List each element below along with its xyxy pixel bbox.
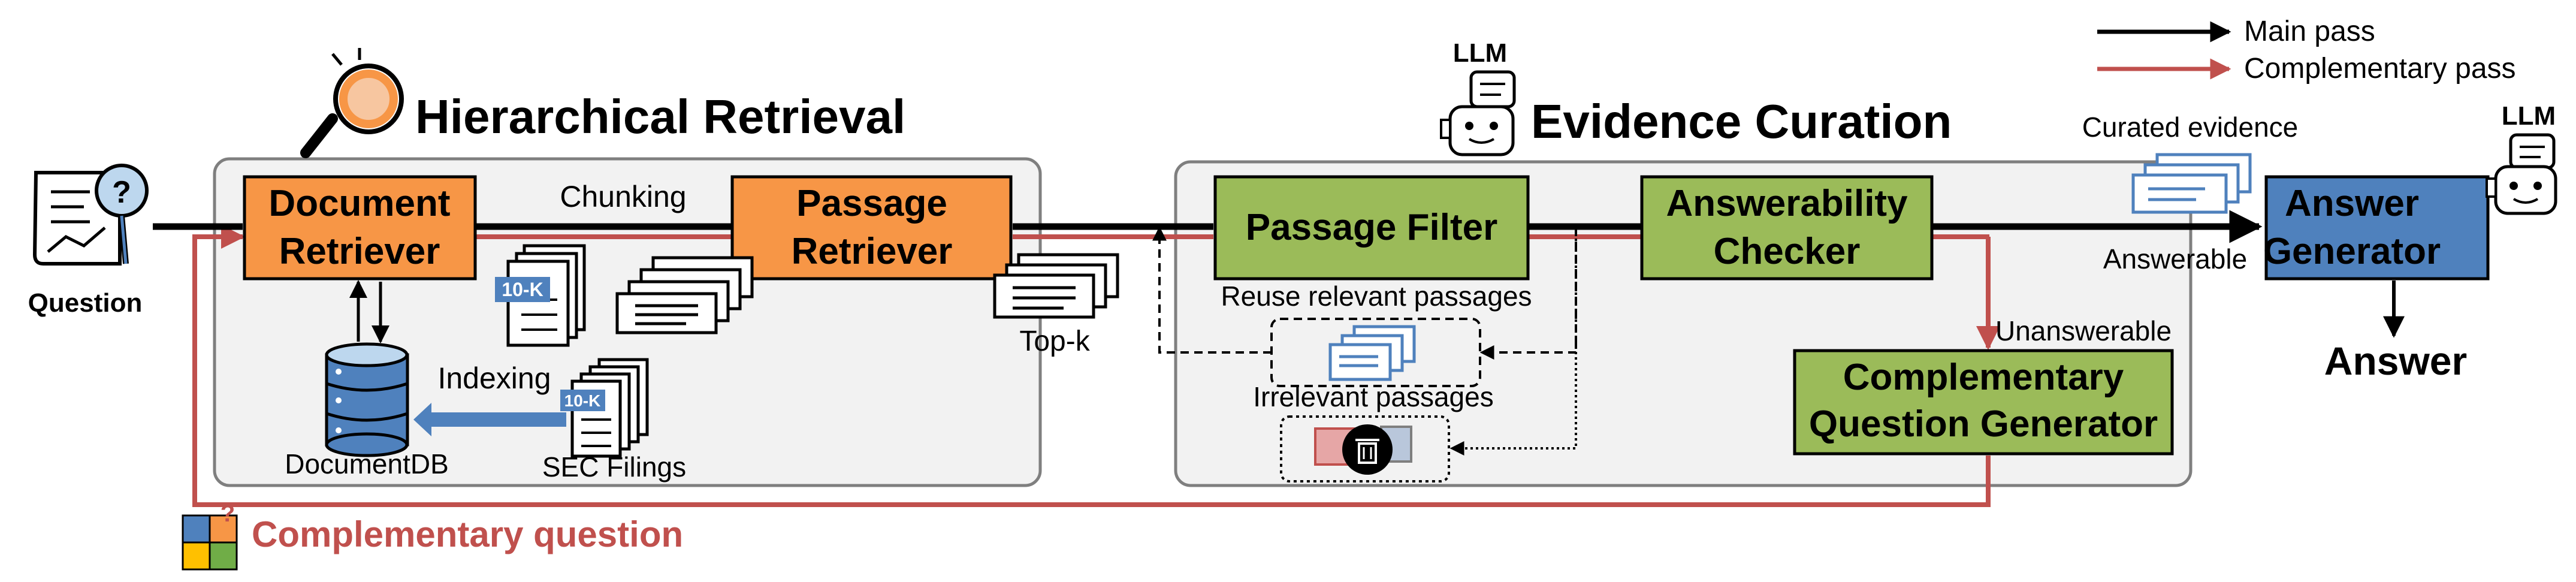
topk-label: Top-k [1019,325,1090,357]
passage-filter-label: Passage Filter [1246,207,1497,248]
llm-label-answer: LLM [2502,101,2556,131]
legend: Main pass Complementary pass [2097,16,2516,85]
reuse-passages-icon [1328,325,1416,381]
indexing-arrow [413,403,566,436]
passage-retriever-box: Passage Retriever [730,175,1013,281]
answer-generator-box: Answer Generator [2263,175,2490,281]
passage-retriever-line1: Passage [796,183,947,224]
svg-text:?: ? [221,500,235,527]
passage-stack-icon [615,256,754,334]
chunking-label: Chunking [560,180,686,213]
complementary-generator-box: Complementary Question Generator [1793,349,2174,456]
curated-evidence-icon [2131,153,2252,214]
retrieval-title: Hierarchical Retrieval [415,90,905,143]
curated-evidence-label: Curated evidence [2082,111,2299,143]
llm-robot-icon-answer [2486,133,2557,215]
answer-gen-line2: Generator [2263,231,2441,272]
llm-label-curation: LLM [1453,38,1507,68]
passage-retriever-line2: Retriever [792,231,953,272]
sec-filings-icon: 10-K [560,358,649,458]
database-icon [325,342,409,457]
doc-retriever-line2: Retriever [279,231,440,272]
curation-title: Evidence Curation [1531,95,1952,148]
comp-gen-line2: Question Generator [1809,403,2158,445]
question-icon: ? [32,164,149,266]
answerability-line2: Checker [1714,231,1861,272]
svg-text:?: ? [112,175,131,210]
answerable-label: Answerable [2103,243,2247,275]
puzzle-icon: ? [182,500,238,571]
doc-retriever-line1: Document [268,183,450,224]
sec-tenk-badge: 10-K [564,391,601,410]
documentdb-label: DocumentDB [285,448,449,480]
magnifier-icon [300,48,404,158]
tenk-badge: 10-K [502,279,543,300]
irrelevant-arrow [1449,228,1577,456]
sec-filings-label: SEC Filings [542,451,686,483]
trash-icon [1314,424,1412,475]
tenk-document-icon: 10-K [495,244,586,347]
complementary-loop [192,225,2000,507]
comp-gen-line1: Complementary [1843,357,2124,398]
llm-robot-icon-curation [1440,70,1516,156]
topk-stack-icon [993,253,1119,319]
document-retriever-box: Document Retriever [243,175,477,281]
legend-comp-label: Complementary pass [2244,53,2516,85]
answer-gen-line1: Answer [2285,183,2419,224]
question-label: Question [28,288,143,318]
unanswerable-label: Unanswerable [1995,315,2172,346]
reuse-label: Reuse relevant passages [1221,281,1532,312]
legend-main-label: Main pass [2244,16,2375,47]
complementary-question-label: Complementary question [252,514,683,554]
passage-filter-box: Passage Filter [1213,175,1530,281]
answerability-line1: Answerability [1666,183,1908,224]
answer-label: Answer [2324,339,2467,383]
irrelevant-label: Irrelevant passages [1253,381,1493,412]
indexing-label: Indexing [437,361,551,395]
answerability-checker-box: Answerability Checker [1640,175,1934,281]
irrelevant-box [1280,415,1450,483]
